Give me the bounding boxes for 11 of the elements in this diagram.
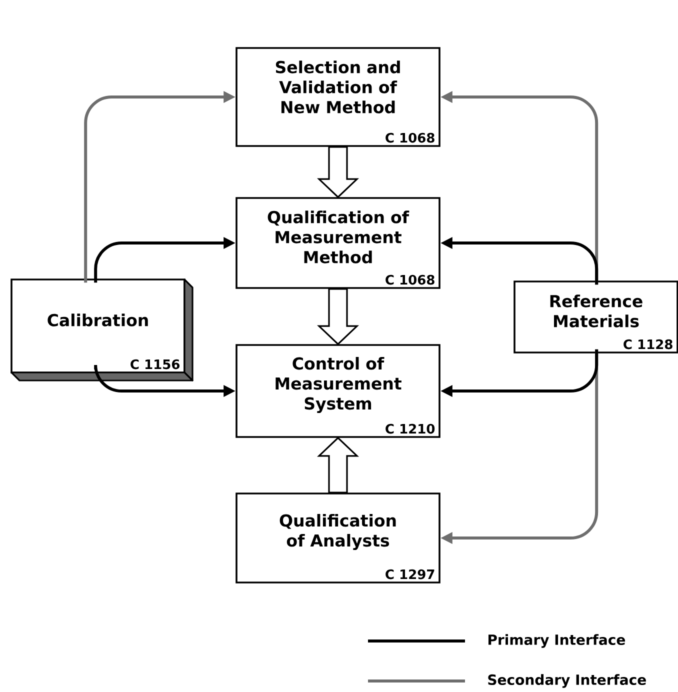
standard-code: C 1068 [386,274,434,285]
standard-code: C 1297 [386,569,434,580]
standard-code: C 1156 [130,359,180,370]
block-arrow [317,146,360,198]
legend-label: Primary Interface [488,634,626,648]
standard-code: C 1210 [386,424,435,434]
standard-code: C 1068 [386,132,434,143]
block-arrow [317,436,360,494]
block-arrow [317,288,360,346]
legend-label: Secondary Interface [488,674,646,688]
standard-code: C 1128 [624,339,672,350]
